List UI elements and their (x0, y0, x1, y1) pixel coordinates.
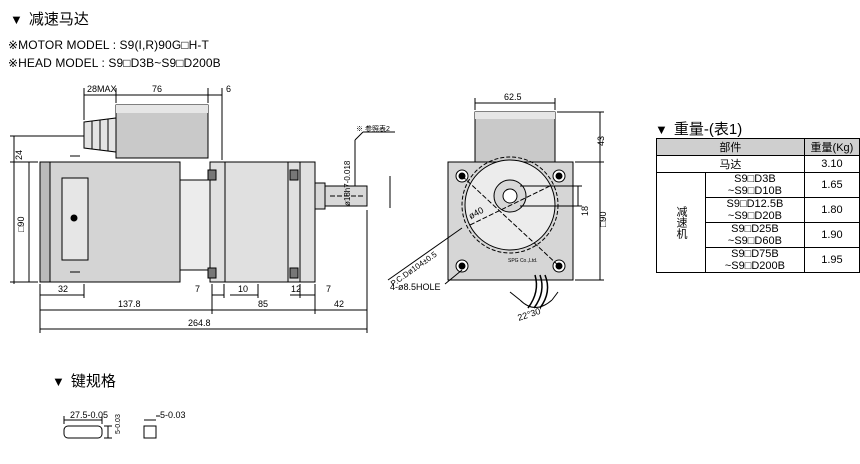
dim-angle: 22°30' (516, 305, 543, 322)
dim-6: 6 (226, 84, 231, 94)
dim-137-8: 137.8 (118, 299, 141, 309)
key-side-view (63, 425, 103, 439)
terminal-box-front (474, 111, 556, 163)
dim-24: 24 (14, 150, 24, 160)
table-row-weight: 1.90 (803, 222, 860, 248)
gearhead (209, 161, 316, 283)
dim-12: 12 (291, 284, 301, 294)
dim-7a: 7 (195, 284, 200, 294)
dim-62-5: 62.5 (504, 92, 522, 102)
dim-76: 76 (152, 84, 162, 94)
dim-42: 42 (334, 299, 344, 309)
table-row-weight: 1.80 (803, 197, 860, 223)
table-row: S9□D3B~S9□D10B (705, 172, 805, 198)
dim-43: 43 (596, 136, 606, 146)
section-title: 键规格 (70, 373, 116, 390)
dim-28max: 28MAX (87, 84, 117, 94)
key-length: 27.5-0.05 (70, 410, 108, 420)
triangle-down-icon: ▼ (52, 374, 65, 389)
table-row: S9□D12.5B~S9□D20B (705, 197, 805, 223)
table-row-weight: 1.65 (803, 172, 860, 198)
dim-10: 10 (238, 284, 248, 294)
dim-7b: 7 (326, 284, 331, 294)
key-end-view (143, 425, 157, 439)
ref-table-note: ※ 参照表2 (356, 124, 390, 133)
triangle-down-icon: ▼ (10, 12, 23, 27)
motor-model-text: ※MOTOR MODEL : S9(I,R)90G□H-T (8, 38, 209, 52)
motor-body (39, 161, 181, 283)
section-header-weight: ▼ 重量-(表1) (655, 118, 742, 139)
section-header-motor: ▼ 减速马达 (10, 8, 89, 29)
section-title: 减速马达 (28, 11, 89, 28)
dim-90-left: □90 (16, 217, 26, 232)
motor-row-weight: 3.10 (803, 155, 860, 173)
dim-85: 85 (258, 299, 268, 309)
dim-32: 32 (58, 284, 68, 294)
dim-90-right: □90 (598, 212, 608, 227)
table-row: S9□D25B~S9□D60B (705, 222, 805, 248)
head-model-text: ※HEAD MODEL : S9□D3B~S9□D200B (8, 56, 221, 70)
section-header-key: ▼ 键规格 (52, 370, 116, 391)
motor-row-label: 马达 (656, 155, 805, 173)
section-title: 重量-(表1) (673, 121, 743, 138)
key-width: 5-0.03 (160, 410, 186, 420)
triangle-down-icon: ▼ (655, 122, 668, 137)
weight-table: 部件 重量(Kg) 马达 3.10 减速机 S9□D3B~S9□D10B 1.6… (656, 138, 860, 273)
col-part-header: 部件 (656, 138, 805, 156)
key-height: 5-0.03 (115, 414, 122, 434)
dim-shaft: ø18h7-0.018 (343, 160, 352, 206)
col-weight-header: 重量(Kg) (803, 138, 860, 156)
table-row-weight: 1.95 (803, 247, 860, 273)
dim-264-8: 264.8 (188, 318, 211, 328)
dim-18: 18 (580, 206, 590, 216)
table-row: S9□D75B~S9□D200B (705, 247, 805, 273)
brand-mark: SPG Co.,Ltd. (508, 258, 537, 264)
reducer-group-label: 减速机 (656, 172, 706, 273)
dim-hole: 4-ø8.5HOLE (390, 282, 441, 292)
terminal-box (115, 104, 209, 159)
